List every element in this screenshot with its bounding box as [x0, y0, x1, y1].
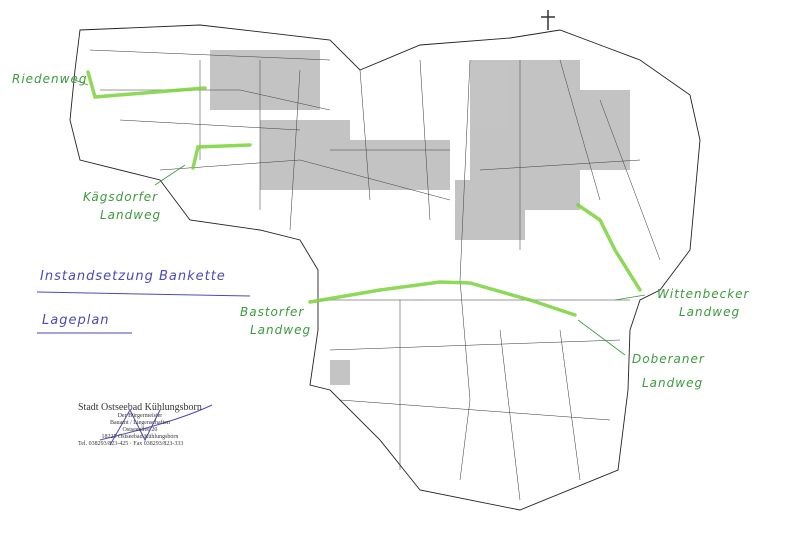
- road-bastorfer-landweg: [308, 280, 577, 317]
- title-underlines: [36, 291, 251, 334]
- label-line: Landweg: [679, 305, 741, 319]
- road-wittenbecker-landweg: [576, 203, 642, 292]
- stamp-line: Bauamt / Liegenschaften: [109, 420, 170, 426]
- label-line: Landweg: [642, 376, 704, 390]
- built-up-areas: [210, 50, 630, 385]
- road-kaegsdorfer-landweg: [191, 143, 252, 170]
- title-line-2: Lageplan: [42, 313, 110, 328]
- label-line: Wittenbecker: [657, 287, 750, 301]
- label-riedenweg: Riedenweg: [12, 72, 88, 86]
- stamp-name: Stadt Ostseebad Kühlungsborn: [78, 402, 202, 413]
- label-line: Kägsdorfer: [82, 190, 159, 204]
- stamp-line: Ostseeallee 20: [122, 427, 158, 433]
- stamp-line: Der Bürgermeister: [117, 413, 163, 419]
- label-leader-lines: [74, 79, 646, 356]
- highlighted-roads: [86, 70, 642, 317]
- road-riedenweg: [86, 70, 207, 99]
- label-line: Landweg: [100, 208, 162, 222]
- municipal-boundary: [69, 24, 701, 511]
- label-line: Bastorfer: [240, 305, 305, 319]
- label-doberaner-landweg: Doberaner Landweg: [632, 350, 705, 392]
- cross-icon: [541, 10, 555, 30]
- label-line: Landweg: [250, 323, 312, 337]
- street-network: [89, 49, 661, 501]
- label-bastorfer-landweg: Bastorfer Landweg: [240, 303, 311, 339]
- label-line: Doberaner: [632, 352, 705, 366]
- stamp-contact: Tel. 038293/823-425 · Fax 038293/823-333: [78, 441, 184, 447]
- stamp-line: 18225 Ostseebad Kühlungsborn: [101, 434, 179, 440]
- official-stamp: Stadt Ostseebad Kühlungsborn Der Bürgerm…: [78, 402, 202, 448]
- label-kaegsdorfer-landweg: Kägsdorfer Landweg: [80, 188, 161, 224]
- signature: [99, 404, 213, 446]
- label-wittenbecker-landweg: Wittenbecker Landweg: [657, 285, 749, 321]
- title-line-1: Instandsetzung Bankette: [40, 269, 226, 284]
